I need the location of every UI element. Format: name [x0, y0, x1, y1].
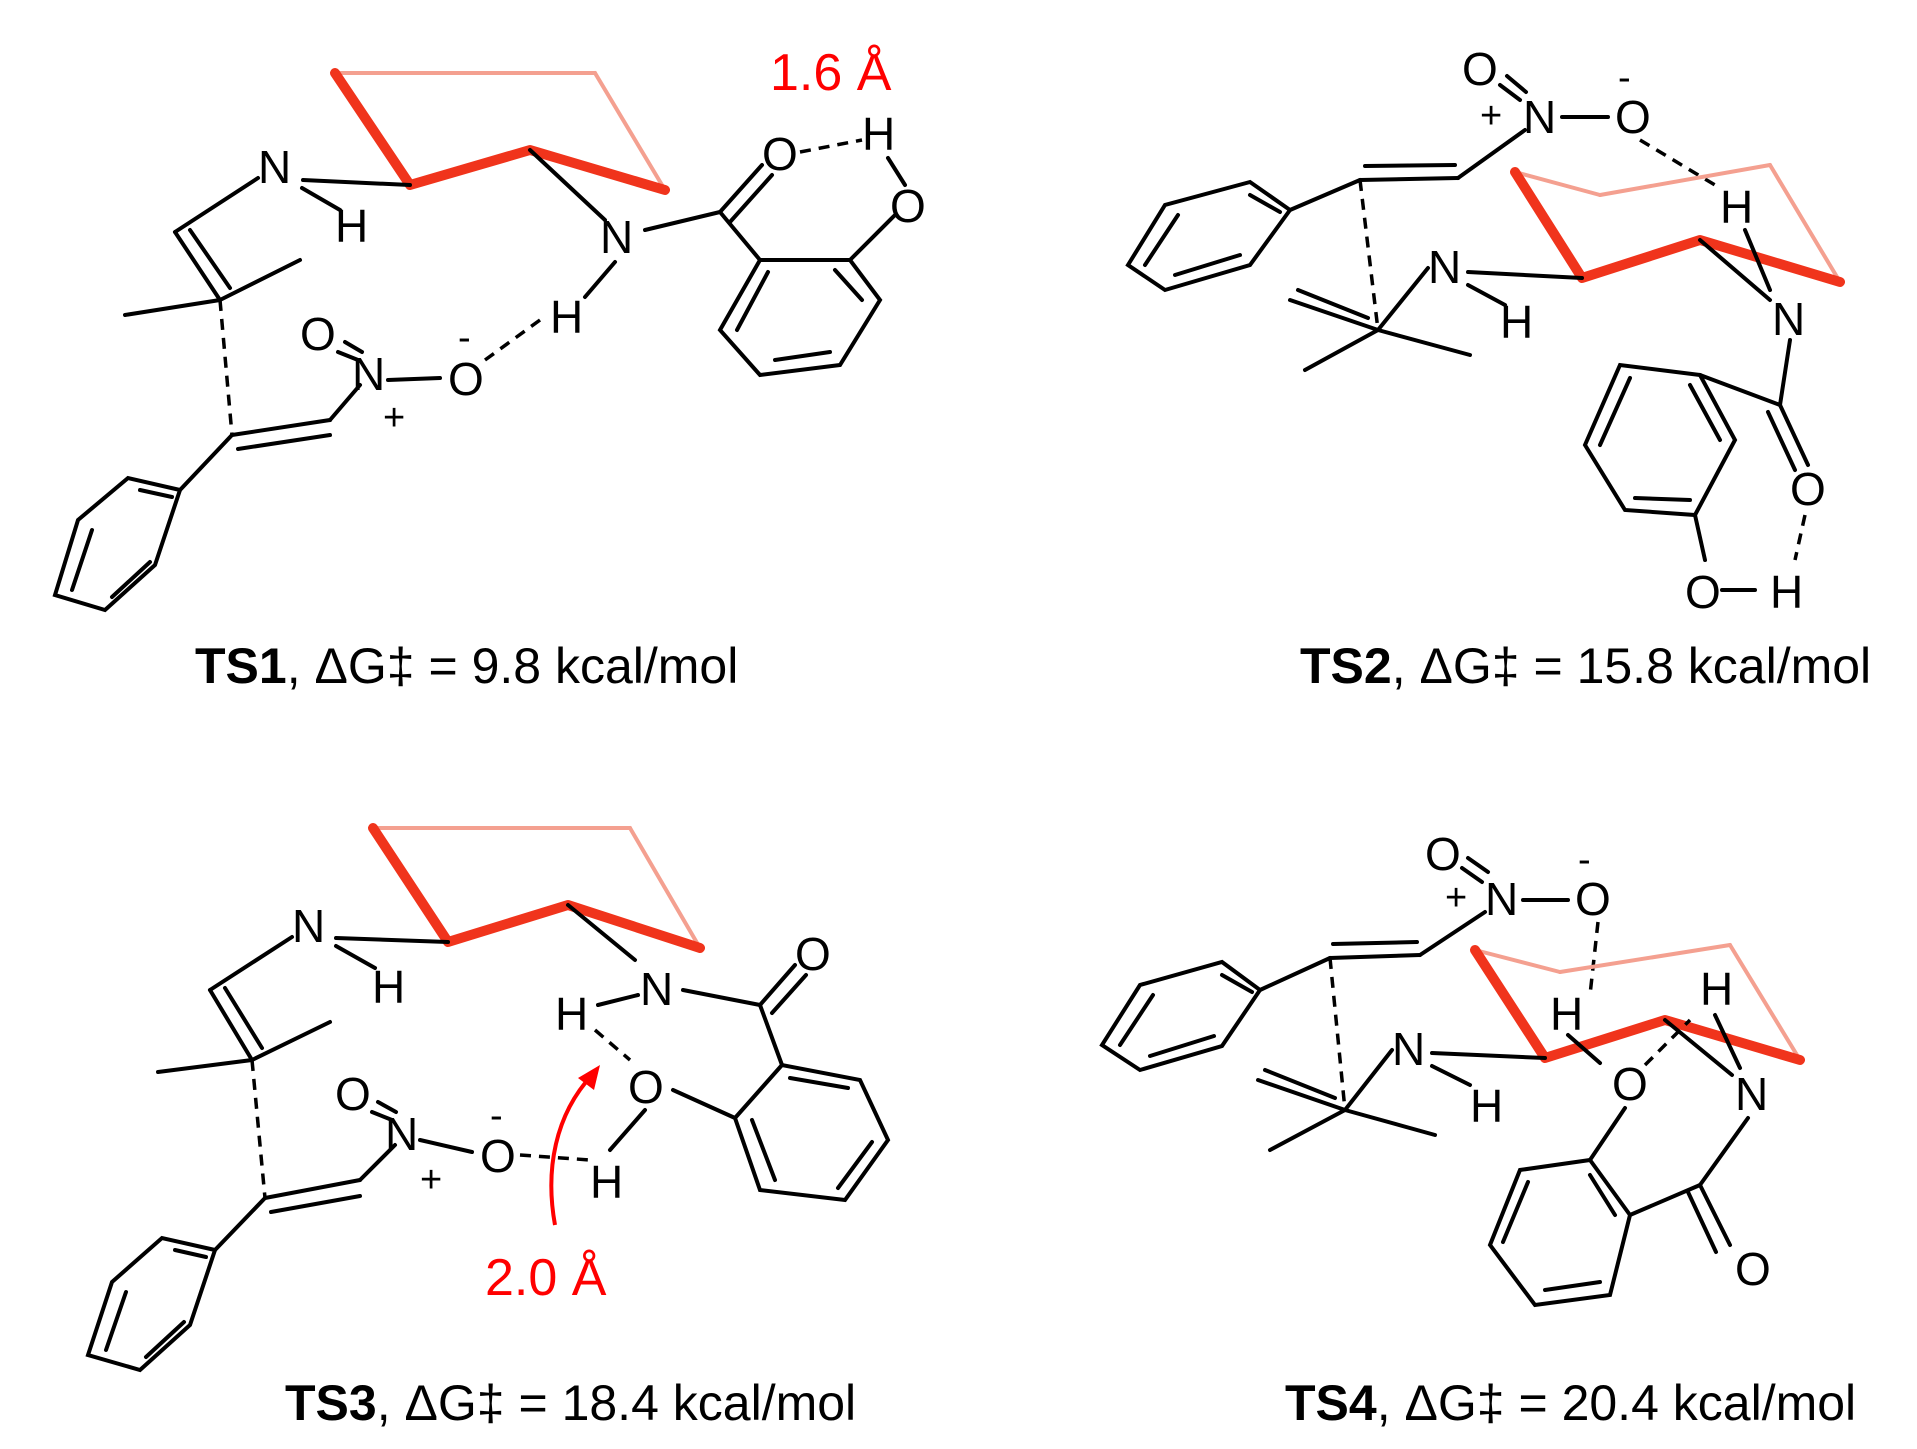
ts1-amide-o: O	[762, 128, 798, 180]
ts3-structure: N H N O O + - N H	[85, 823, 891, 1431]
ts2-nitro-o2: O	[1615, 91, 1651, 143]
ts4-amide-n: N	[1735, 1068, 1768, 1120]
ts3-minus: -	[490, 1095, 503, 1137]
ts1-energy: , ΔG‡ = 9.8 kcal/mol	[287, 638, 739, 694]
ts3-amide-n: N	[640, 963, 673, 1015]
ts4-amine-h: H	[1470, 1080, 1503, 1132]
ts3-nitro-o2: O	[480, 1130, 516, 1182]
ts1-phenol-o: O	[890, 180, 926, 232]
ts4-structure: O N O + - N H H	[1099, 828, 1856, 1431]
ts3-energy: , ΔG‡ = 18.4 kcal/mol	[377, 1375, 856, 1431]
ts1-hbond-distance: 1.6 Å	[770, 44, 892, 102]
ts1-caption: TS1, ΔG‡ = 9.8 kcal/mol	[195, 638, 738, 694]
ts4-phenol-h: H	[1550, 988, 1583, 1040]
ts3-nitro-o1: O	[335, 1068, 371, 1120]
ts1-amide-n: N	[600, 211, 633, 263]
ts2-minus: -	[1618, 57, 1631, 99]
ts2-amide-n: N	[1772, 293, 1805, 345]
ts2-amide-o: O	[1790, 463, 1826, 515]
ts2-phenol-h: H	[1770, 566, 1803, 618]
ts1-nitro-o2: O	[448, 353, 484, 405]
ts1-nitro-n: N	[352, 348, 385, 400]
ts2-caption: TS2, ΔG‡ = 15.8 kcal/mol	[1300, 638, 1871, 694]
ts2-energy: , ΔG‡ = 15.8 kcal/mol	[1392, 638, 1871, 694]
ts1-label: TS1	[195, 638, 287, 694]
ts2-structure: O N O + - N H H	[1125, 43, 1871, 694]
ts1-structure: N H N O O + - N H	[52, 44, 926, 694]
ts1-minus: -	[458, 317, 471, 359]
ts4-caption: TS4, ΔG‡ = 20.4 kcal/mol	[1285, 1375, 1856, 1431]
ts4-nitro-o1: O	[1425, 828, 1461, 880]
ts3-amine-n: N	[292, 900, 325, 952]
ts4-nitro-n: N	[1485, 873, 1518, 925]
ts4-amide-h: H	[1700, 963, 1733, 1015]
ts3-label: TS3	[285, 1375, 377, 1431]
ts1-amide-h: H	[550, 291, 583, 343]
ts3-phenol-o: O	[628, 1061, 664, 1113]
ts4-energy: , ΔG‡ = 20.4 kcal/mol	[1377, 1375, 1856, 1431]
ts1-phenol-h: H	[862, 108, 895, 160]
ts3-amine-h: H	[372, 961, 405, 1013]
ts3-phenol-h: H	[590, 1156, 623, 1208]
ts3-amide-o: O	[795, 928, 831, 980]
ts4-plus: +	[1445, 877, 1467, 919]
ts3-amide-h: H	[555, 988, 588, 1040]
ts2-amide-h: H	[1720, 181, 1753, 233]
ts3-nitro-n: N	[385, 1108, 418, 1160]
ts2-nitro-n: N	[1523, 91, 1556, 143]
ts3-plus: +	[420, 1159, 442, 1201]
ts1-plus: +	[383, 397, 405, 439]
ts1-nitro-o1: O	[300, 308, 336, 360]
ts2-nitro-o1: O	[1462, 43, 1498, 95]
ts3-caption: TS3, ΔG‡ = 18.4 kcal/mol	[285, 1375, 856, 1431]
ts2-plus: +	[1480, 95, 1502, 137]
ts2-label: TS2	[1300, 638, 1392, 694]
ts4-phenol-o: O	[1612, 1058, 1648, 1110]
ts3-hbond-distance: 2.0 Å	[485, 1249, 607, 1307]
ts4-nitro-o2: O	[1575, 873, 1611, 925]
ts1-amine-n: N	[258, 141, 291, 193]
ts4-amide-o: O	[1735, 1243, 1771, 1295]
ts4-amine-n: N	[1392, 1023, 1425, 1075]
ts4-label: TS4	[1285, 1375, 1377, 1431]
ts2-phenol-o: O	[1685, 566, 1721, 618]
ts4-minus: -	[1578, 839, 1591, 881]
ts2-amine-n: N	[1428, 241, 1461, 293]
